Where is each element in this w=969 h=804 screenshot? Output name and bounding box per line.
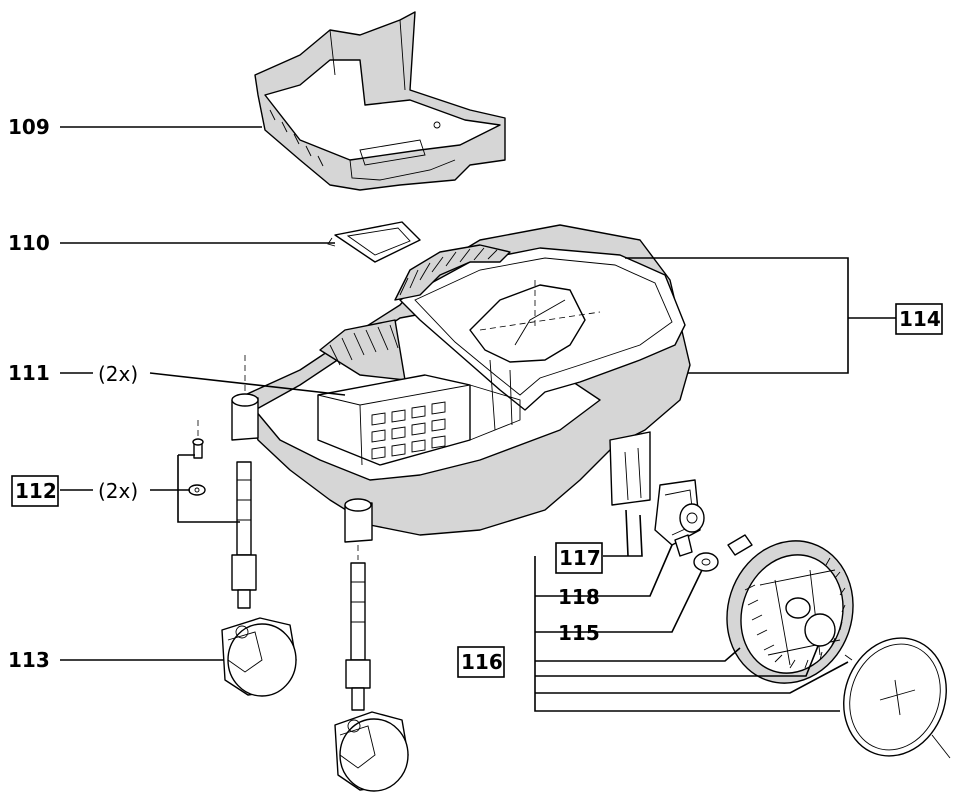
part-112-screw-washer xyxy=(188,420,206,496)
label-114: 114 xyxy=(899,307,941,331)
label-117: 117 xyxy=(559,546,601,570)
multiplier-111: (2x) xyxy=(98,362,138,386)
label-box-112 xyxy=(11,475,59,507)
main-housing xyxy=(231,224,691,543)
label-box-117 xyxy=(555,542,603,574)
label-112: 112 xyxy=(15,479,57,503)
part-109-cover-tray xyxy=(254,11,506,191)
multiplier-112: (2x) xyxy=(98,479,138,503)
label-113: 113 xyxy=(8,648,50,672)
label-109: 109 xyxy=(8,115,50,139)
label-box-114 xyxy=(895,303,943,335)
label-110: 110 xyxy=(8,231,50,255)
label-box-116 xyxy=(457,646,505,678)
label-116: 116 xyxy=(461,650,503,674)
part-113-caster-right xyxy=(334,545,409,792)
label-115: 115 xyxy=(558,621,600,645)
rear-wheel-assembly xyxy=(654,479,951,759)
part-110-filter-frame xyxy=(327,221,421,263)
label-118: 118 xyxy=(558,585,600,609)
part-113-caster-left xyxy=(221,355,297,697)
leader-lines xyxy=(60,126,897,712)
label-111: 111 xyxy=(8,361,50,385)
